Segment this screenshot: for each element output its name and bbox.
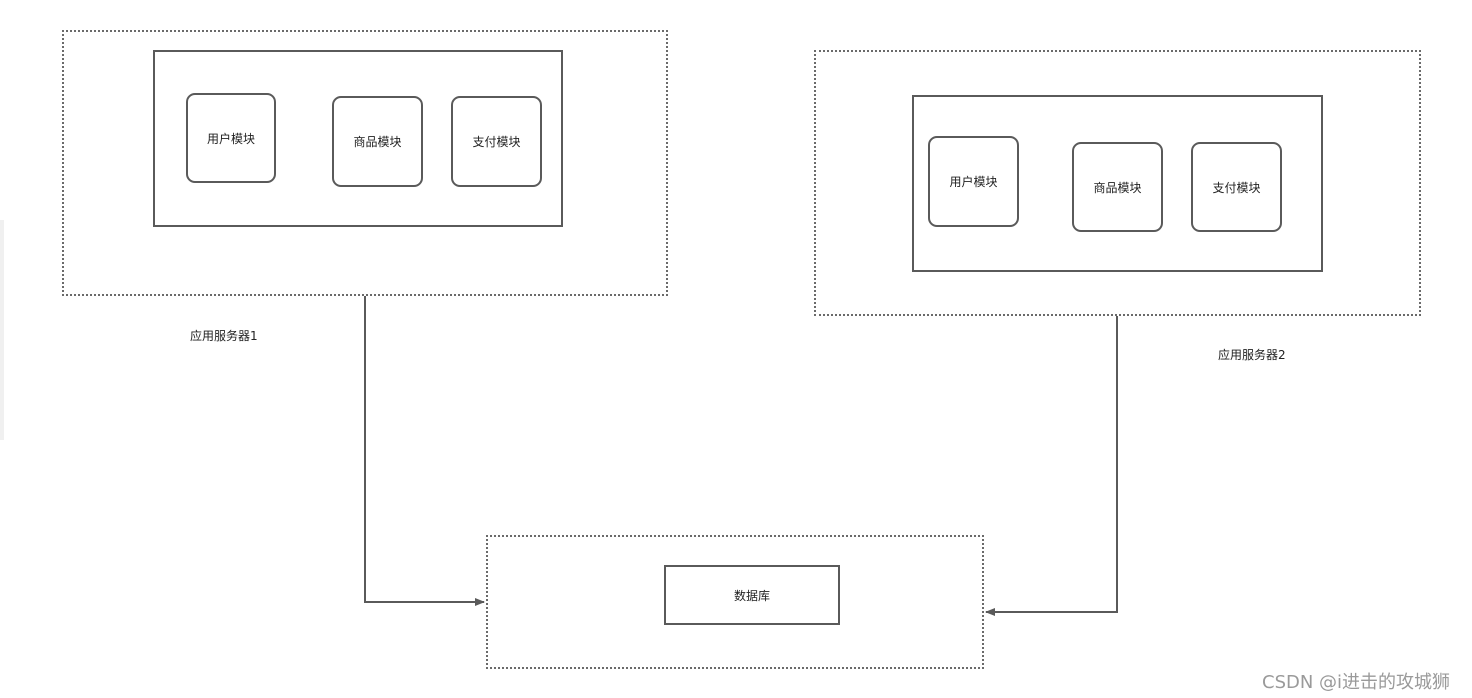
database-box: 数据库: [664, 565, 840, 625]
left-edge-strip: [0, 220, 4, 440]
server-1-module-user: 用户模块: [186, 93, 276, 183]
server-1-caption: 应用服务器1: [190, 329, 258, 343]
server-2-module-user: 用户模块: [928, 136, 1019, 227]
module-label: 用户模块: [949, 175, 998, 189]
connector-server-2-to-database: [985, 316, 1118, 616]
module-label: 商品模块: [353, 135, 402, 149]
database-boundary: [486, 535, 984, 669]
module-label: 支付模块: [1212, 180, 1261, 195]
server-1-boundary: [62, 30, 668, 296]
database-label: 数据库: [733, 588, 770, 603]
server-2-module-product: 商品模块: [1072, 142, 1163, 232]
connector-server-1-to-database: [364, 296, 485, 606]
module-label: 支付模块: [472, 135, 521, 149]
server-2-caption: 应用服务器2: [1218, 348, 1286, 362]
watermark: CSDN @i进击的攻城狮: [1262, 672, 1451, 693]
server-1-module-product: 商品模块: [332, 96, 423, 187]
module-label: 商品模块: [1093, 180, 1142, 195]
server-2-boundary: [814, 50, 1421, 316]
module-label: 用户模块: [206, 131, 255, 146]
server-1-module-payment: 支付模块: [451, 96, 542, 187]
server-2-module-payment: 支付模块: [1191, 142, 1282, 232]
